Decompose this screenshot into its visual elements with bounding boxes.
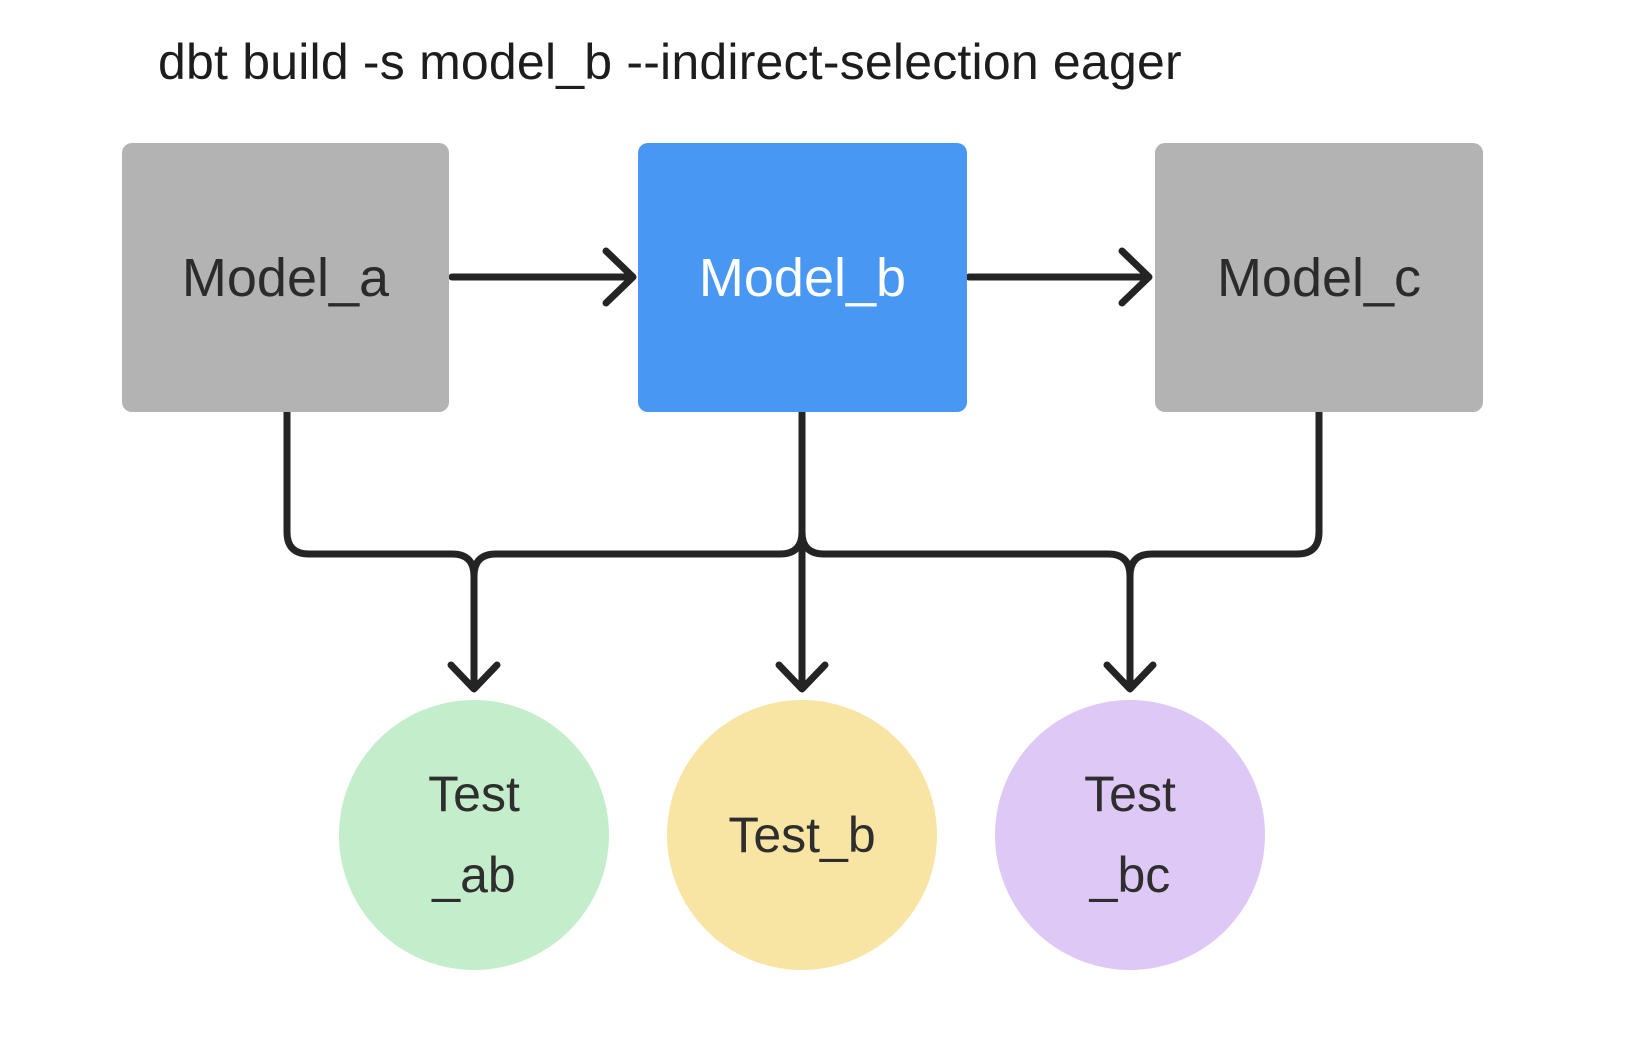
arrowhead-right-icon: [602, 247, 637, 307]
edge-line: [470, 528, 806, 580]
node-label: Model_a: [181, 247, 390, 308]
node-label: Model_c: [1216, 247, 1422, 308]
edge-model-a-to-test-ab: [283, 408, 478, 689]
diagram-title: dbt build -s model_b --indirect-selectio…: [158, 34, 1182, 90]
arrowhead-down-icon: [447, 661, 501, 693]
node-model-b: Model_b: [638, 143, 967, 412]
drop-arrowheads: [447, 661, 1157, 693]
arrowhead-down-icon: [775, 661, 829, 693]
edge-model-c-to-test-bc: [1126, 408, 1323, 689]
edge-line: [798, 528, 1134, 580]
arrowhead-down-icon: [1103, 661, 1157, 693]
edge-model-b-to-test-ab: [470, 528, 806, 580]
node-test-ab: Test _ab: [339, 700, 609, 970]
node-model-a: Model_a: [122, 143, 449, 412]
edge-line: [283, 408, 478, 689]
edge-model-b-to-model-c: [965, 247, 1153, 307]
edge-line: [1126, 408, 1323, 689]
node-label: Model_b: [698, 247, 907, 308]
node-label: Test _bc: [1084, 766, 1176, 903]
arrowhead-right-icon: [1118, 247, 1153, 307]
node-test-bc: Test _bc: [995, 700, 1265, 970]
edge-model-b-to-test-bc: [798, 528, 1134, 580]
node-model-c: Model_c: [1155, 143, 1483, 412]
node-test-b: Test_b: [667, 700, 937, 970]
node-label: Test_b: [728, 806, 876, 863]
edge-model-a-to-model-b: [448, 247, 637, 307]
node-label: Test _ab: [428, 766, 520, 903]
